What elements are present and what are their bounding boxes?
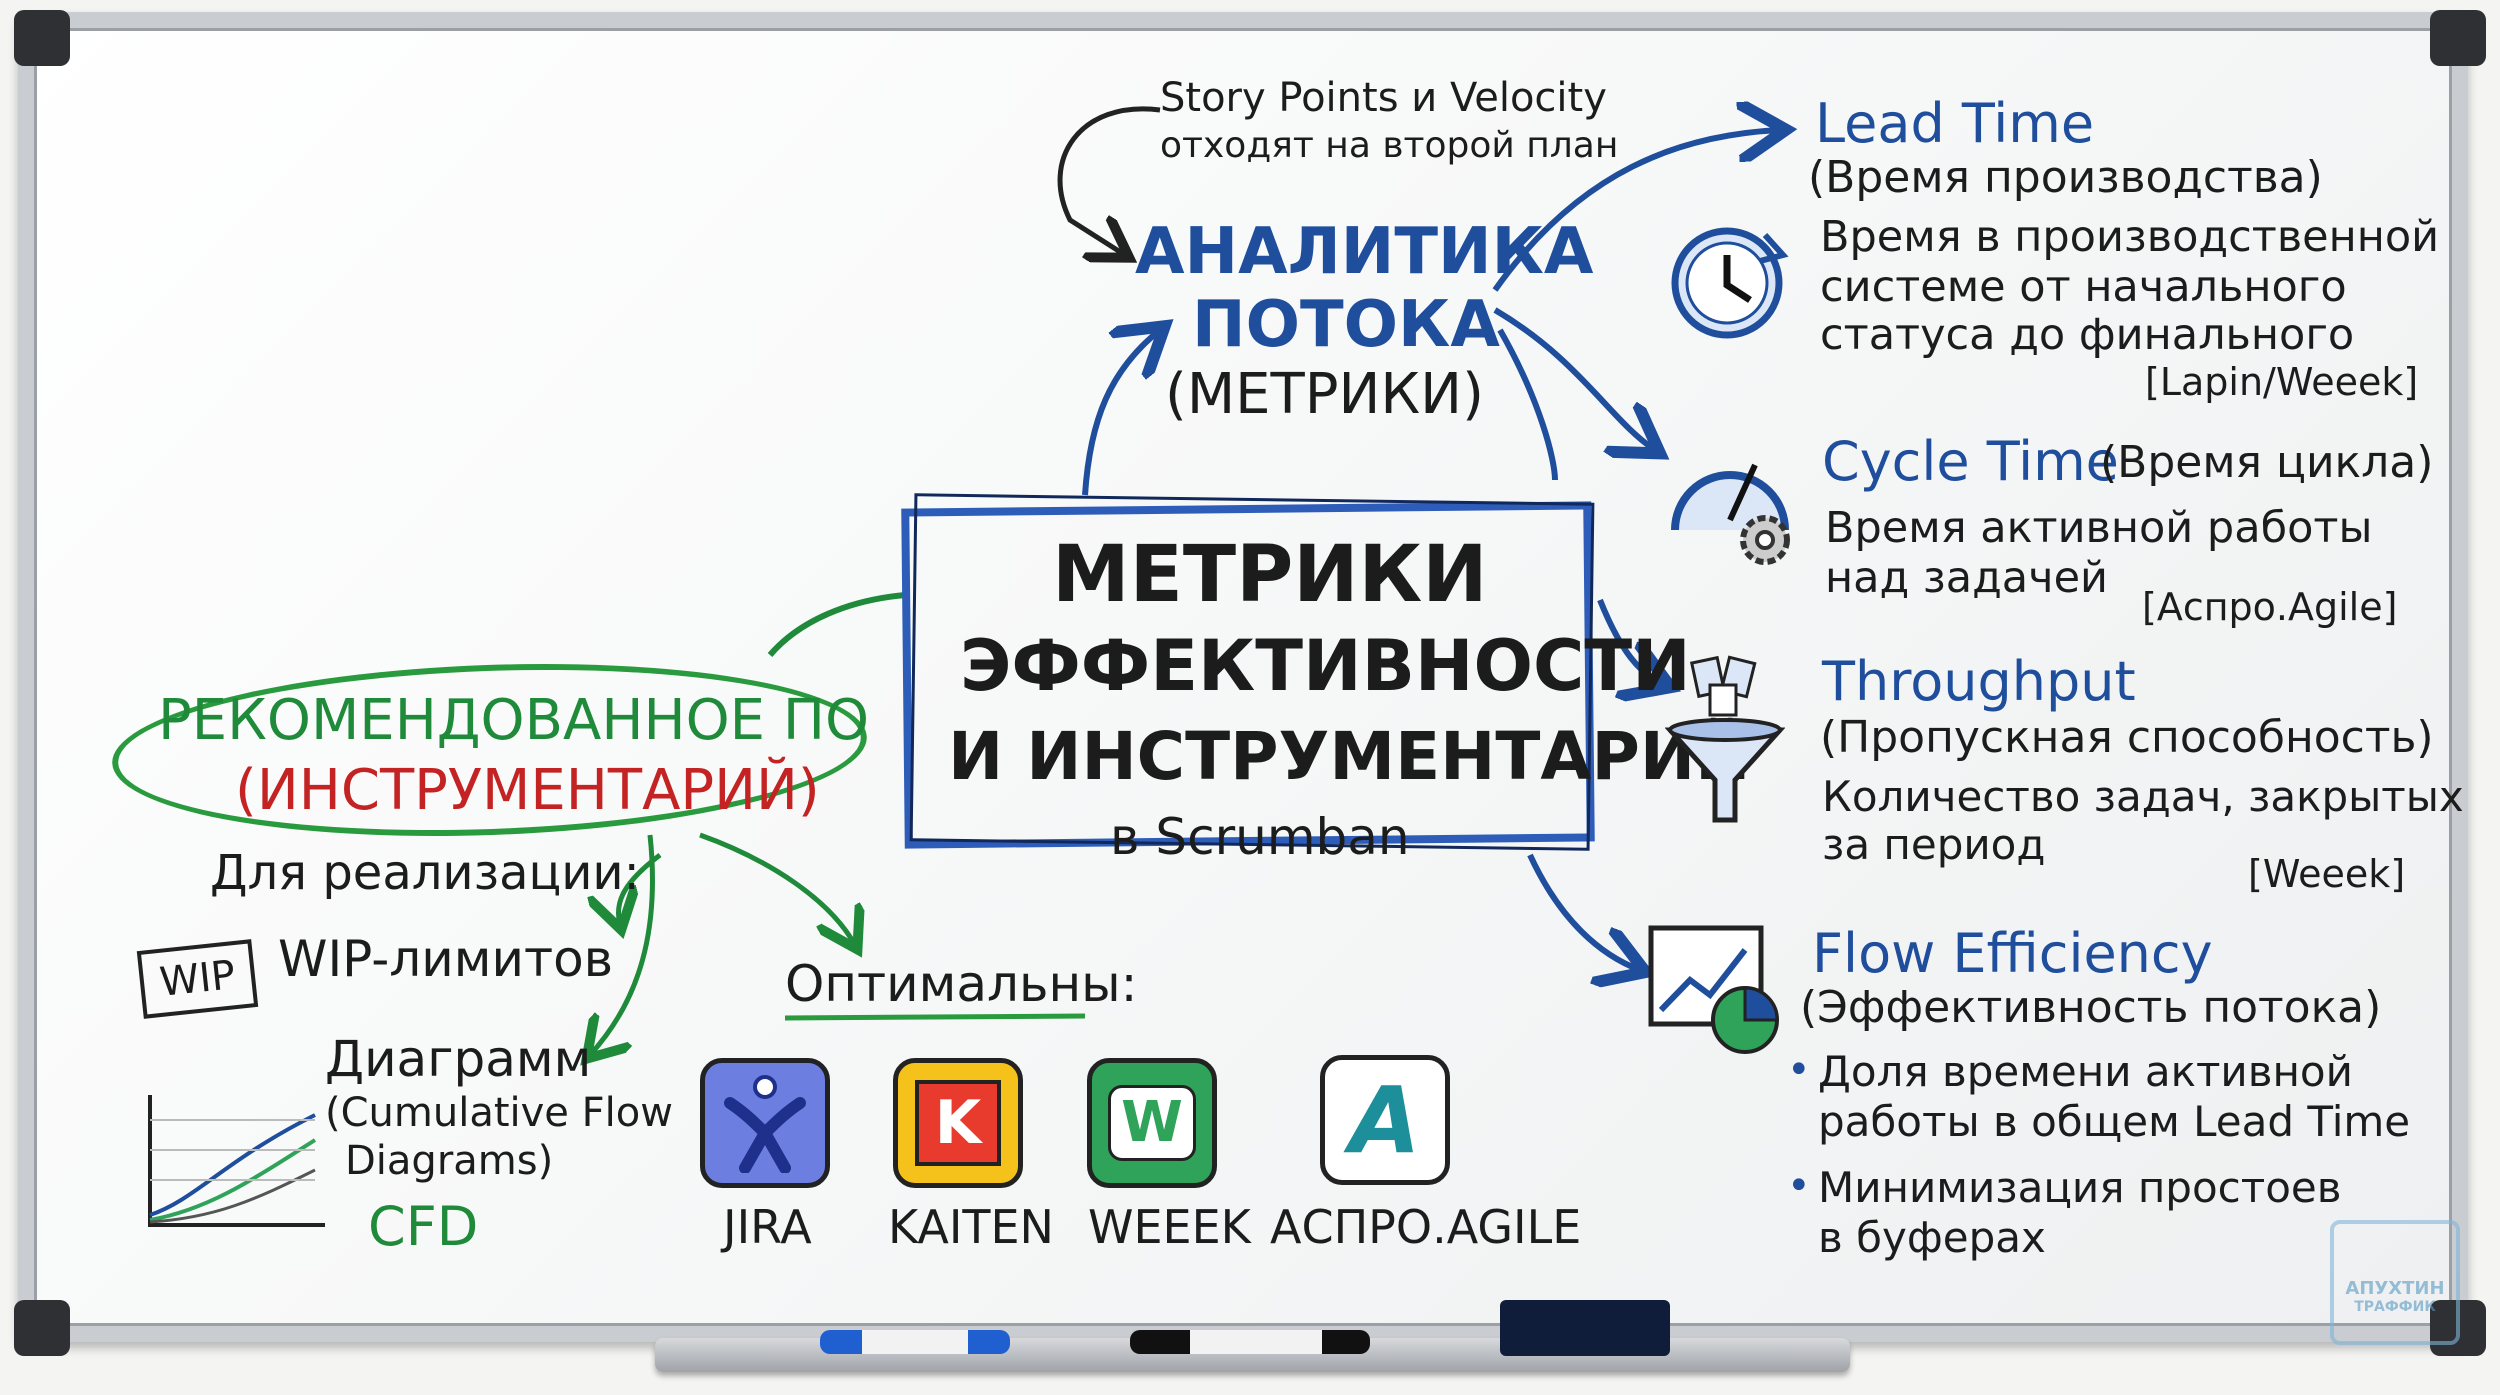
tool-label-weeek: WEEEK <box>1088 1200 1251 1254</box>
arrow-flow-efficiency <box>1527 853 1640 970</box>
analytics-title-line1: АНАЛИТИКА <box>1135 215 1594 289</box>
metric-flow-efficiency-bullet2-line1: Минимизация простоев <box>1818 1163 2342 1212</box>
arrow-to-wip <box>618 853 662 925</box>
chart-pie-icon <box>1648 925 1779 1054</box>
metric-lead-time-desc1: Время в производственной <box>1820 212 2440 262</box>
watermark-line2: ТРАФФИК <box>2354 1299 2436 1315</box>
black-marker <box>1130 1330 1370 1354</box>
aspro-icon: A <box>1320 1055 1450 1185</box>
clock-icon <box>1671 227 1789 339</box>
jira-icon <box>700 1058 830 1188</box>
tool-label-kaiten: KAITEN <box>888 1200 1054 1254</box>
metric-lead-time-title: Lead Time <box>1815 92 2095 155</box>
arrow-analytics-down <box>1497 328 1558 481</box>
analytics-subtitle: (МЕТРИКИ) <box>1165 362 1484 427</box>
frame-corner <box>2430 10 2486 66</box>
analytics-note-line1: Story Points и Velocity <box>1160 75 1607 121</box>
metric-throughput-desc1: Количество задач, закрытых <box>1822 772 2464 821</box>
cfd-label: CFD <box>368 1195 479 1258</box>
metric-flow-efficiency-title: Flow Efficiency <box>1812 922 2213 985</box>
analytics-title-line2: ПОТОКА <box>1192 288 1500 362</box>
aspro-letter: A <box>1349 1066 1421 1174</box>
metric-lead-time-desc2: системе от начального <box>1820 262 2347 312</box>
arrow-cycle-time <box>1493 307 1655 450</box>
metric-lead-time-desc3: статуса до финального <box>1820 310 2355 360</box>
metric-flow-efficiency-bullet2-line2: в буферах <box>1818 1213 2046 1262</box>
arrow-lead-time <box>1492 130 1780 292</box>
note-arrow <box>1057 106 1161 255</box>
center-title-line2: ЭФФЕКТИВНОСТИ <box>960 625 1691 707</box>
weeek-letter: W <box>1108 1085 1196 1161</box>
center-title-line3: И ИНСТРУМЕНТАРИЙ <box>948 718 1751 795</box>
analytics-note-line2: отходят на второй план <box>1160 125 1619 166</box>
software-for: Для реализации: <box>210 845 640 901</box>
funnel-icon <box>1665 655 1785 823</box>
wip-badge: WIP <box>136 939 259 1019</box>
bullet-icon: • <box>1787 1163 1811 1209</box>
optimal-label: Оптимальны: <box>785 955 1138 1013</box>
wip-label: WIP-лимитов <box>278 930 614 988</box>
arrow-to-diagram <box>590 834 655 1055</box>
arrow-throughput <box>1597 598 1665 685</box>
metric-flow-efficiency-bullet1-line2: работы в общем Lead Time <box>1818 1097 2411 1146</box>
diagram-line3: Diagrams) <box>345 1138 554 1184</box>
metric-throughput-desc2: за период <box>1822 820 2046 869</box>
center-title-line1: МЕТРИКИ <box>1052 530 1488 620</box>
tool-label-aspro: АСПРО.AGILE <box>1270 1200 1582 1254</box>
metric-flow-efficiency-bullet1-line1: Доля времени активной <box>1818 1047 2353 1096</box>
metric-cycle-time-title: Cycle Time <box>1822 430 2119 493</box>
software-title-line2: (ИНСТРУМЕНТАРИЙ) <box>235 758 820 823</box>
metric-throughput-subtitle: (Пропускная способность) <box>1820 712 2434 763</box>
center-title-line4: в Scrumban <box>1110 808 1410 866</box>
blue-marker <box>820 1330 1010 1354</box>
arrow-center-analytics <box>1082 330 1160 496</box>
kaiten-icon: K <box>893 1058 1023 1188</box>
metric-lead-time-subtitle: (Время производства) <box>1808 152 2323 203</box>
optimal-underline <box>784 1013 1086 1021</box>
frame-corner <box>14 1300 70 1356</box>
arrow-center-software <box>767 592 906 657</box>
gauge-gear-icon <box>1671 463 1790 565</box>
metric-cycle-time-desc1: Время активной работы <box>1825 503 2373 553</box>
metric-lead-time-source: [Lapin/Weeek] <box>2145 360 2419 404</box>
weeek-icon: W <box>1087 1058 1217 1188</box>
cfd-chart-icon <box>148 1095 325 1227</box>
kaiten-letter: K <box>915 1080 1001 1166</box>
metric-cycle-time-desc2: над задачей <box>1825 553 2108 603</box>
diagram-line1: Диаграмм <box>325 1030 592 1088</box>
diagram-line2: (Cumulative Flow <box>325 1090 673 1136</box>
metric-flow-efficiency-subtitle: (Эффективность потока) <box>1800 982 2382 1033</box>
arrow-to-optimal <box>699 832 855 945</box>
metric-throughput-source: [Weeek] <box>2248 852 2406 896</box>
frame-corner <box>14 10 70 66</box>
metric-cycle-time-subtitle: (Время цикла) <box>2100 437 2434 488</box>
software-title-line1: РЕКОМЕНДОВАННОЕ ПО <box>158 688 870 753</box>
bullet-icon: • <box>1787 1047 1811 1093</box>
whiteboard <box>18 12 2468 1342</box>
tool-label-jira: JIRA <box>723 1200 812 1254</box>
watermark-line1: АПУХТИН <box>2345 1278 2445 1299</box>
metric-throughput-title: Throughput <box>1822 650 2136 713</box>
watermark-logo: АПУХТИН ТРАФФИК <box>2330 1220 2460 1345</box>
metric-cycle-time-source: [Аспро.Agile] <box>2142 585 2398 629</box>
eraser <box>1500 1300 1670 1356</box>
